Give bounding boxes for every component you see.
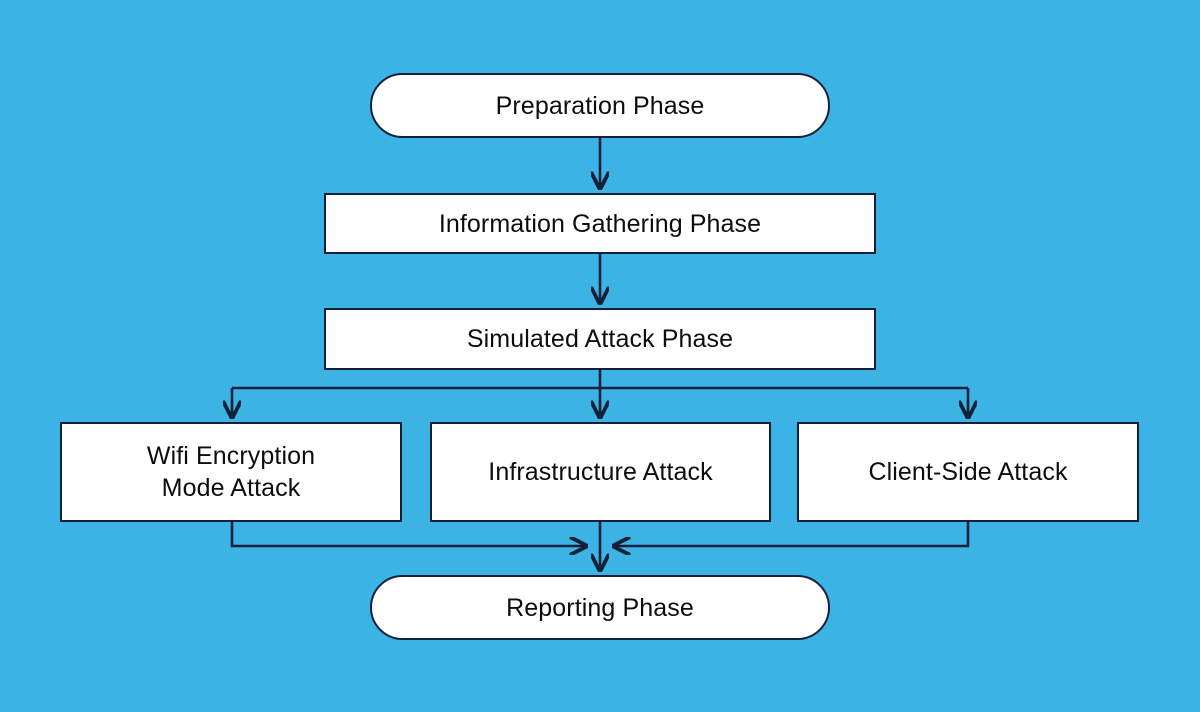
node-reporting-phase[interactable]: Reporting Phase — [370, 575, 830, 640]
node-wifi-encryption-mode-attack-label: Wifi Encryption Mode Attack — [146, 442, 316, 502]
node-simulated-attack-phase-label: Simulated Attack Phase — [466, 325, 734, 353]
node-wifi-encryption-mode-attack[interactable]: Wifi Encryption Mode Attack — [60, 422, 402, 522]
node-preparation-phase[interactable]: Preparation Phase — [370, 73, 830, 138]
node-client-side-attack[interactable]: Client-Side Attack — [797, 422, 1139, 522]
node-information-gathering-phase[interactable]: Information Gathering Phase — [324, 193, 876, 254]
node-reporting-phase-label: Reporting Phase — [506, 593, 694, 622]
node-infrastructure-attack[interactable]: Infrastructure Attack — [430, 422, 771, 522]
node-preparation-phase-label: Preparation Phase — [495, 91, 705, 120]
edge-clientside-to-reporting — [614, 522, 970, 546]
node-information-gathering-phase-label: Information Gathering Phase — [438, 209, 762, 238]
node-client-side-attack-label: Client-Side Attack — [868, 458, 1068, 486]
edge-wifi-to-reporting — [230, 522, 586, 546]
node-simulated-attack-phase[interactable]: Simulated Attack Phase — [324, 308, 876, 370]
node-infrastructure-attack-label: Infrastructure Attack — [488, 458, 713, 486]
